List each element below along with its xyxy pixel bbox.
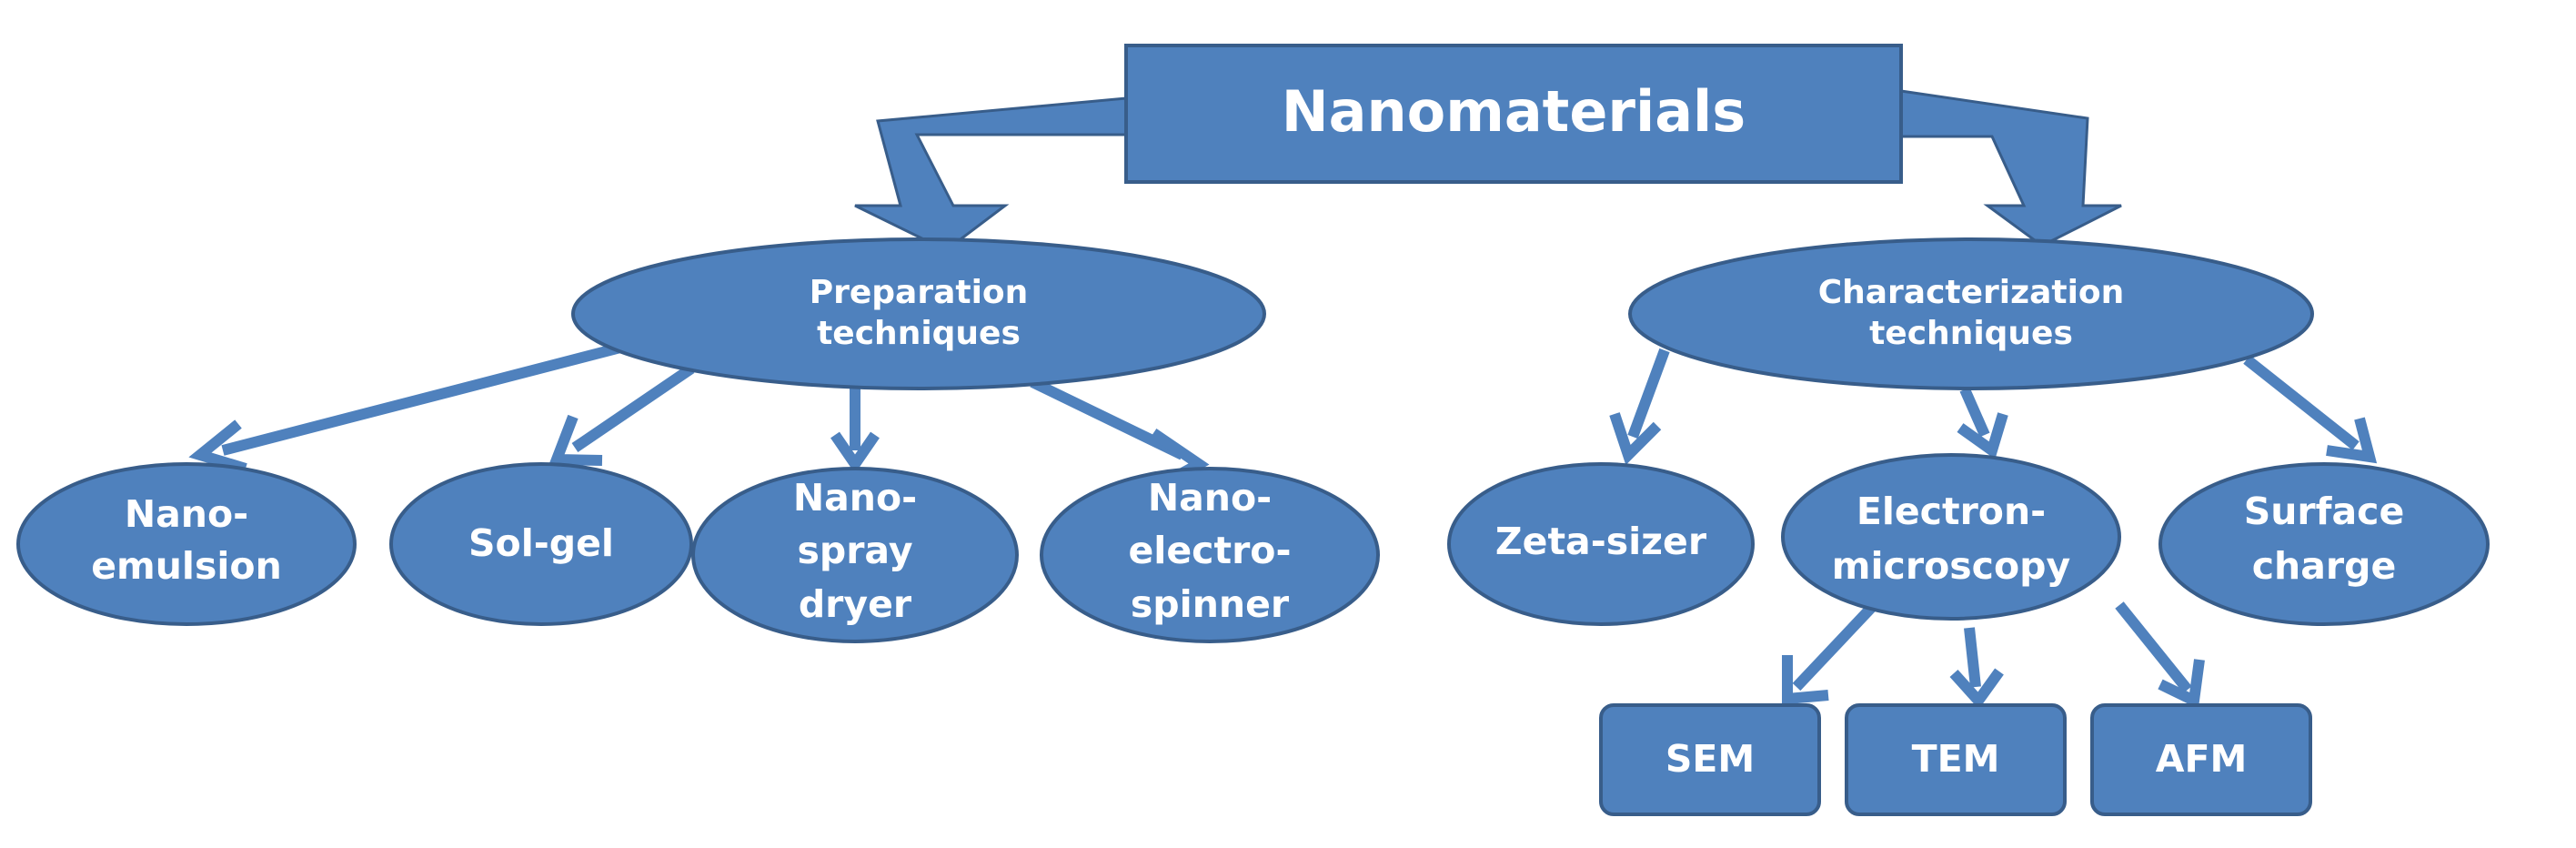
characterization-label-line-1: Characterization [1818, 274, 2125, 311]
preparation-label-line-1: Preparation [810, 274, 1029, 311]
method-label-line: Nano- [125, 492, 248, 536]
method-electron-microscopy: Electron- microscopy [1781, 453, 2121, 621]
microscopy-label: SEM [1665, 737, 1755, 781]
method-label-line: spray [797, 529, 912, 572]
root-node: Nanomaterials [1124, 44, 1903, 184]
method-label-line: Nano- [793, 476, 917, 520]
method-label-line: Sol-gel [468, 521, 614, 565]
root-label: Nanomaterials [1282, 78, 1746, 145]
method-label-line: charge [2252, 544, 2397, 588]
arrows-microscopy [1782, 601, 2205, 710]
method-label-line: dryer [799, 582, 912, 626]
method-label-line: electro- [1129, 529, 1292, 572]
method-nano-emulsion: Nano- emulsion [16, 462, 357, 626]
arrows-preparation [188, 340, 1210, 480]
microscopy-label: AFM [2156, 737, 2248, 781]
method-label-line: emulsion [91, 544, 282, 588]
method-label-line: Surface [2244, 490, 2405, 533]
method-label-line: Zeta-sizer [1495, 520, 1707, 563]
method-surface-charge: Surface charge [2158, 462, 2490, 626]
characterization-node: Characterization techniques [1628, 237, 2314, 390]
microscopy-label: TEM [1912, 737, 2000, 781]
microscopy-tem: TEM [1845, 703, 2067, 816]
microscopy-sem: SEM [1599, 703, 1821, 816]
arrow-root-to-characterization [1899, 89, 2122, 247]
preparation-node: Preparation techniques [571, 237, 1266, 390]
characterization-label-line-2: techniques [1869, 315, 2073, 352]
arrows-characterization [1609, 348, 2378, 466]
method-label-line: Nano- [1148, 476, 1272, 520]
method-sol-gel: Sol-gel [389, 462, 693, 626]
arrow-root-to-preparation [854, 96, 1128, 252]
method-label-line: Electron- [1857, 490, 2046, 533]
method-zeta-sizer: Zeta-sizer [1447, 462, 1755, 626]
microscopy-afm: AFM [2090, 703, 2312, 816]
method-nano-spray-dryer: Nano- spray dryer [691, 467, 1019, 643]
preparation-label-line-2: techniques [817, 315, 1021, 352]
method-label-line: spinner [1131, 582, 1290, 626]
method-nano-electro-spinner: Nano- electro- spinner [1040, 467, 1380, 643]
method-label-line: microscopy [1832, 544, 2070, 588]
